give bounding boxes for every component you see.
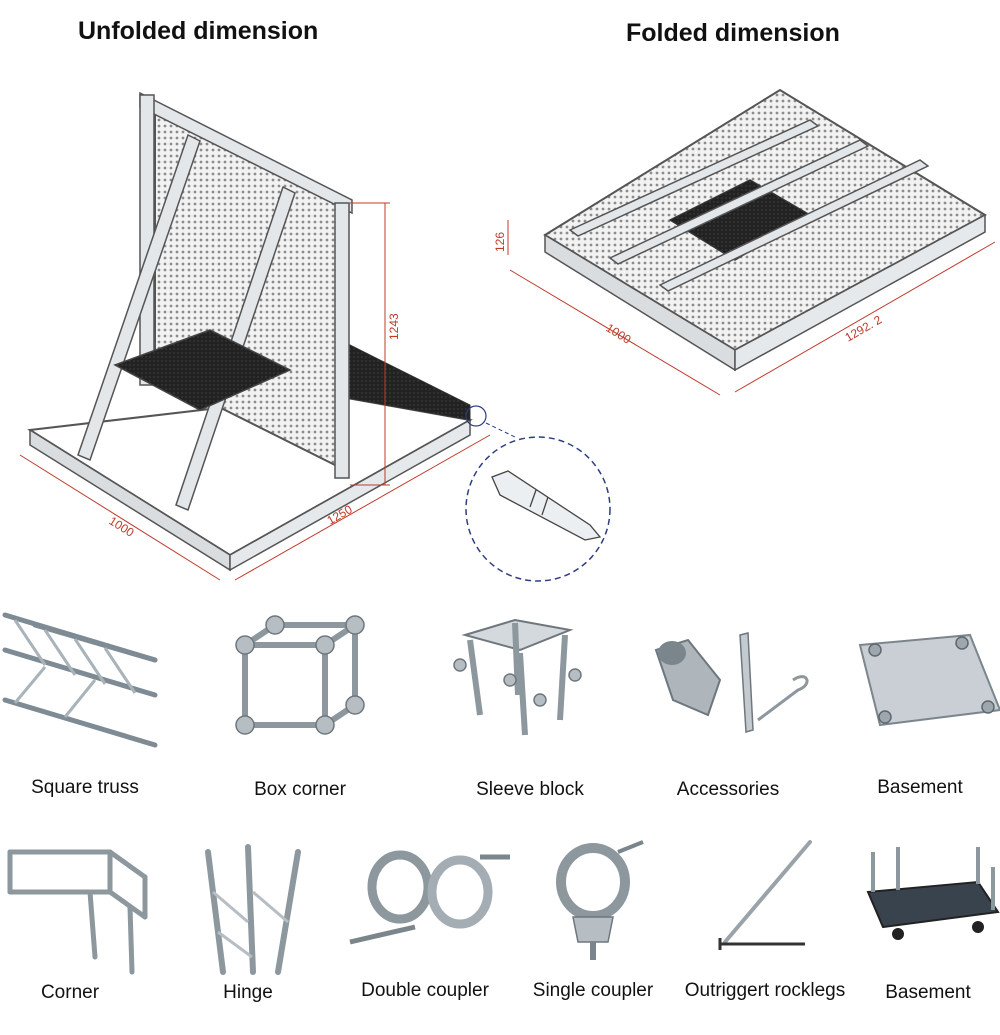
folded-depth-label: 1292. 2 bbox=[843, 312, 885, 344]
folded-heading: Folded dimension bbox=[626, 19, 840, 47]
step-plate bbox=[113, 329, 292, 411]
product-accessories: Accessories bbox=[628, 605, 828, 805]
product-corner: Corner bbox=[0, 832, 170, 1032]
product-square-truss: Square truss bbox=[0, 605, 185, 805]
product-label: Hinge bbox=[223, 982, 273, 1003]
product-label: Basement bbox=[885, 982, 971, 1003]
product-label: Single coupler bbox=[532, 980, 654, 1001]
hinge-icon bbox=[205, 844, 301, 975]
box-corner-icon bbox=[235, 615, 365, 735]
product-label: Corner bbox=[40, 982, 100, 1003]
product-hinge: Hinge bbox=[148, 832, 348, 1032]
pin-detail-circle bbox=[465, 436, 611, 582]
folded-width-label: 1000 bbox=[603, 321, 633, 347]
unfolded-width-label: 1000 bbox=[106, 514, 136, 540]
product-label: Box corner bbox=[254, 779, 346, 800]
folded-height-label: 126 bbox=[493, 232, 507, 252]
product-basement-plate: Basement bbox=[820, 605, 1000, 805]
square-truss-icon bbox=[2, 612, 158, 748]
product-single-coupler: Single coupler bbox=[493, 832, 693, 1032]
single-coupler-icon bbox=[556, 840, 644, 960]
product-basement-frame: Basement bbox=[828, 832, 1000, 1032]
folded-barrier-diagram: 1000 1292. 2 126 bbox=[493, 88, 996, 396]
product-outrigger: Outriggert rocklegs bbox=[665, 832, 865, 1032]
product-label: Basement bbox=[877, 777, 963, 798]
product-label: Double coupler bbox=[361, 980, 489, 1001]
product-label: Sleeve block bbox=[476, 779, 584, 800]
base-plate-icon bbox=[858, 633, 1000, 727]
outrigger-icon bbox=[718, 840, 812, 950]
unfolded-heading: Unfolded dimension bbox=[78, 17, 319, 45]
accessories-icon bbox=[654, 632, 809, 733]
product-box-corner: Box corner bbox=[200, 605, 400, 805]
base-frame-icon bbox=[866, 847, 1000, 940]
product-label: Accessories bbox=[676, 779, 780, 800]
sleeve-block-icon bbox=[453, 618, 582, 736]
product-double-coupler: Double coupler bbox=[325, 832, 525, 1032]
corner-truss-icon bbox=[7, 849, 148, 975]
unfolded-barrier-diagram: 1000 1250 1243 bbox=[19, 91, 611, 582]
pin-icon bbox=[491, 470, 602, 541]
product-label: Outriggert rocklegs bbox=[684, 980, 846, 1001]
unfolded-height-label: 1243 bbox=[387, 313, 401, 340]
brace-left bbox=[77, 133, 201, 461]
product-label: Square truss bbox=[31, 777, 139, 798]
product-sleeve-block: Sleeve block bbox=[430, 605, 630, 805]
double-coupler-icon bbox=[349, 850, 510, 945]
